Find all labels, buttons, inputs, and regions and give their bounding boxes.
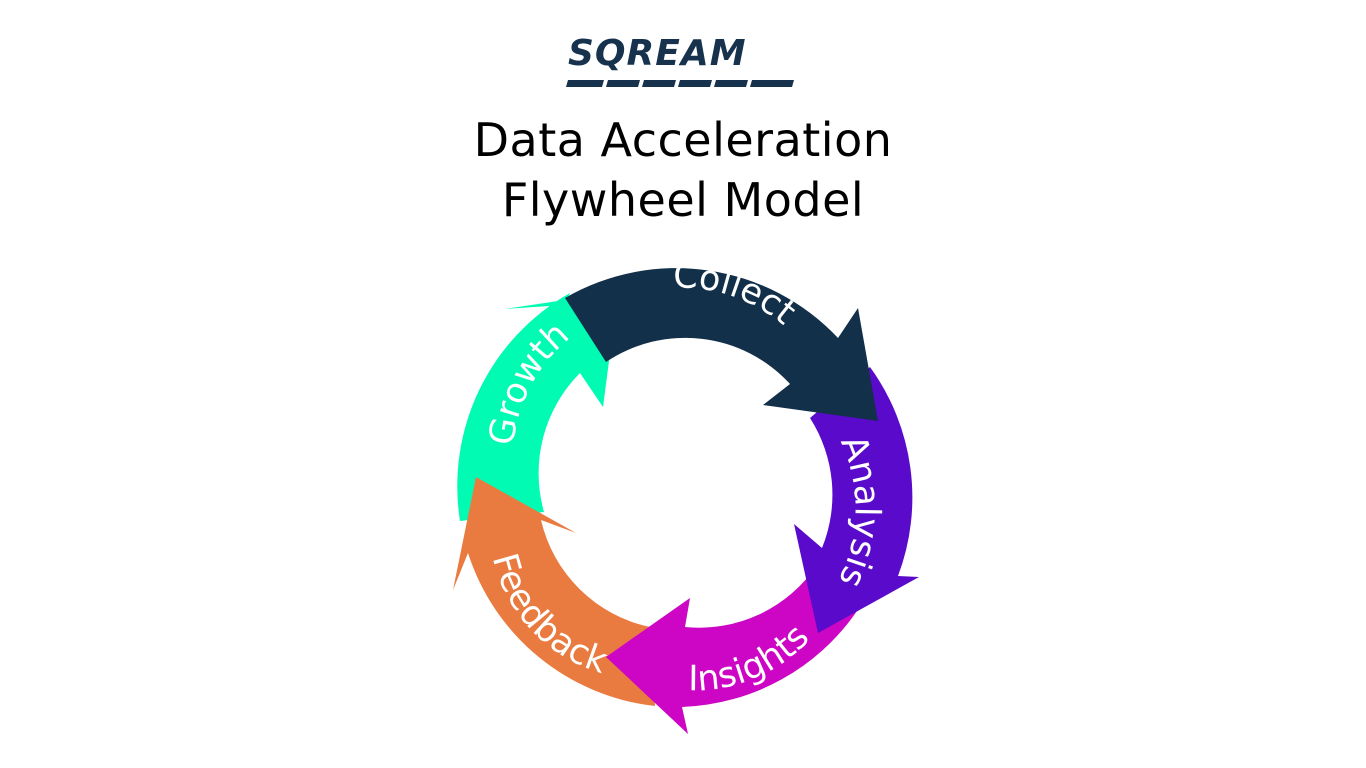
page-title: Data Acceleration Flywheel Model [0,110,1366,230]
logo-underline-dashes [566,80,794,87]
feedback-arrow [453,477,655,706]
title-line-1: Data Acceleration [473,113,893,167]
growth-arrow [457,292,618,521]
logo-wordmark: SQREAM [568,34,747,74]
collect-segment: Collect [565,256,878,421]
insights-arrow [606,565,857,734]
sqream-logo: SQREAM [566,34,794,87]
collect-arrow [565,268,878,421]
analysis-arrow [794,367,919,633]
analysis-segment: Analysis [794,367,919,633]
title-line-2: Flywheel Model [501,173,865,227]
